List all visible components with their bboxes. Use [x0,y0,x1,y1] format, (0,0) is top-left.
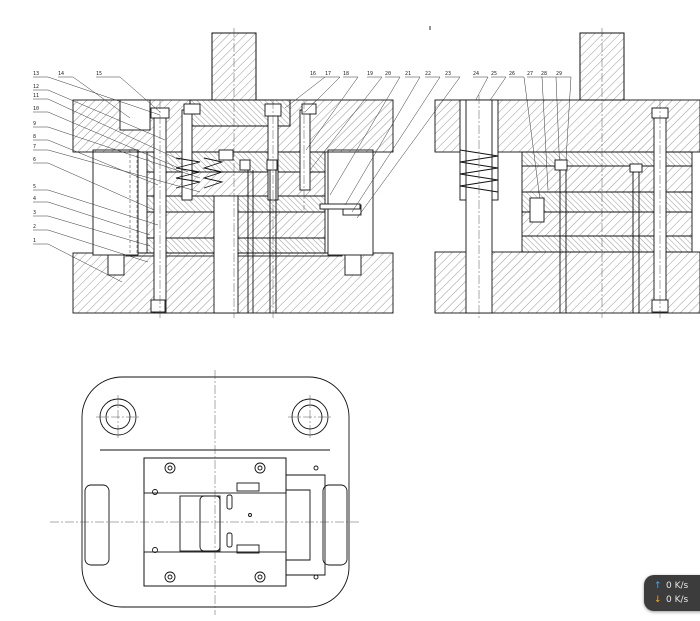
part-label-15: 15 [96,71,102,77]
part-label-6: 6 [33,157,36,163]
part-label-14: 14 [58,71,64,77]
download-speed-row: ↓ 0 K/s [654,593,688,607]
part-label-17: 17 [325,71,331,77]
part-label-19: 19 [367,71,373,77]
part-label-11: 11 [33,93,39,99]
part-label-26: 26 [509,71,515,77]
part-label-22: 22 [425,71,431,77]
part-label-13: 13 [33,71,39,77]
part-labels-left: 13 14 15 12 11 10 9 8 7 6 5 4 3 2 1 [33,71,102,244]
part-label-18: 18 [343,71,349,77]
leader-lines-left [33,76,201,283]
part-labels-right: 16 17 18 19 20 21 22 23 24 25 26 27 28 2… [310,71,562,77]
part-label-2: 2 [33,224,36,230]
upload-speed-row: ↑ 0 K/s [654,579,688,593]
part-label-29: 29 [556,71,562,77]
part-label-7: 7 [33,144,36,150]
network-speed-widget[interactable]: ↑ 0 K/s ↓ 0 K/s [644,575,700,611]
part-label-24: 24 [473,71,479,77]
part-label-9: 9 [33,121,36,127]
part-label-25: 25 [491,71,497,77]
part-label-27: 27 [527,71,533,77]
part-label-16: 16 [310,71,316,77]
part-label-5: 5 [33,184,36,190]
left-section-view [72,28,394,318]
part-label-10: 10 [33,106,39,112]
download-speed-value: 0 K/s [666,595,689,605]
plan-view [50,370,360,615]
part-label-28: 28 [541,71,547,77]
upload-speed-value: 0 K/s [666,581,689,591]
part-label-1: 1 [33,238,36,244]
arrow-down-icon: ↓ [654,595,662,605]
arrow-up-icon: ↑ [654,581,662,591]
part-label-8: 8 [33,134,36,140]
part-label-12: 12 [33,84,39,90]
part-label-20: 20 [385,71,391,77]
part-label-23: 23 [445,71,451,77]
part-label-21: 21 [405,71,411,77]
part-label-3: 3 [33,210,36,216]
right-section-view [434,28,700,318]
part-label-4: 4 [33,196,36,202]
